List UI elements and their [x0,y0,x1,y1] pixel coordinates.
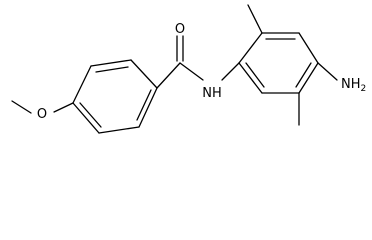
bond [72,102,100,134]
aminodimethylphenyl-ring [238,32,319,94]
methoxy-group [11,100,74,114]
bond [130,59,158,89]
bond [53,102,74,113]
aromatic-double-bond [79,102,102,128]
bond [90,59,132,67]
methoxyphenyl-ring [72,59,158,134]
methyl-bond [247,4,263,34]
bond [238,32,263,64]
bond [98,126,140,134]
amine-label: NH2 [341,77,366,94]
aromatic-double-bond [136,89,152,121]
amine-subscript: 2 [361,84,367,94]
methoxy-oxygen-label: O [37,107,47,122]
bond [298,32,319,64]
aromatic-double-bond [245,62,265,88]
molecule-structure: O NH O NH2 [11,4,366,134]
carbonyl-oxygen-label: O [175,22,185,37]
amide-nitrogen-label: NH [202,86,222,101]
bond [72,65,92,104]
amine-bond [317,62,338,81]
bond [221,62,240,81]
bond [156,62,181,89]
amine-nh-text: NH [341,77,361,92]
bond [298,62,319,94]
aromatic-double-bond [295,62,312,88]
amide-group [156,35,240,89]
bond [238,62,263,94]
bond [179,62,204,81]
bond [11,100,32,114]
bond [138,87,158,128]
aromatic-double-bond [95,66,129,73]
